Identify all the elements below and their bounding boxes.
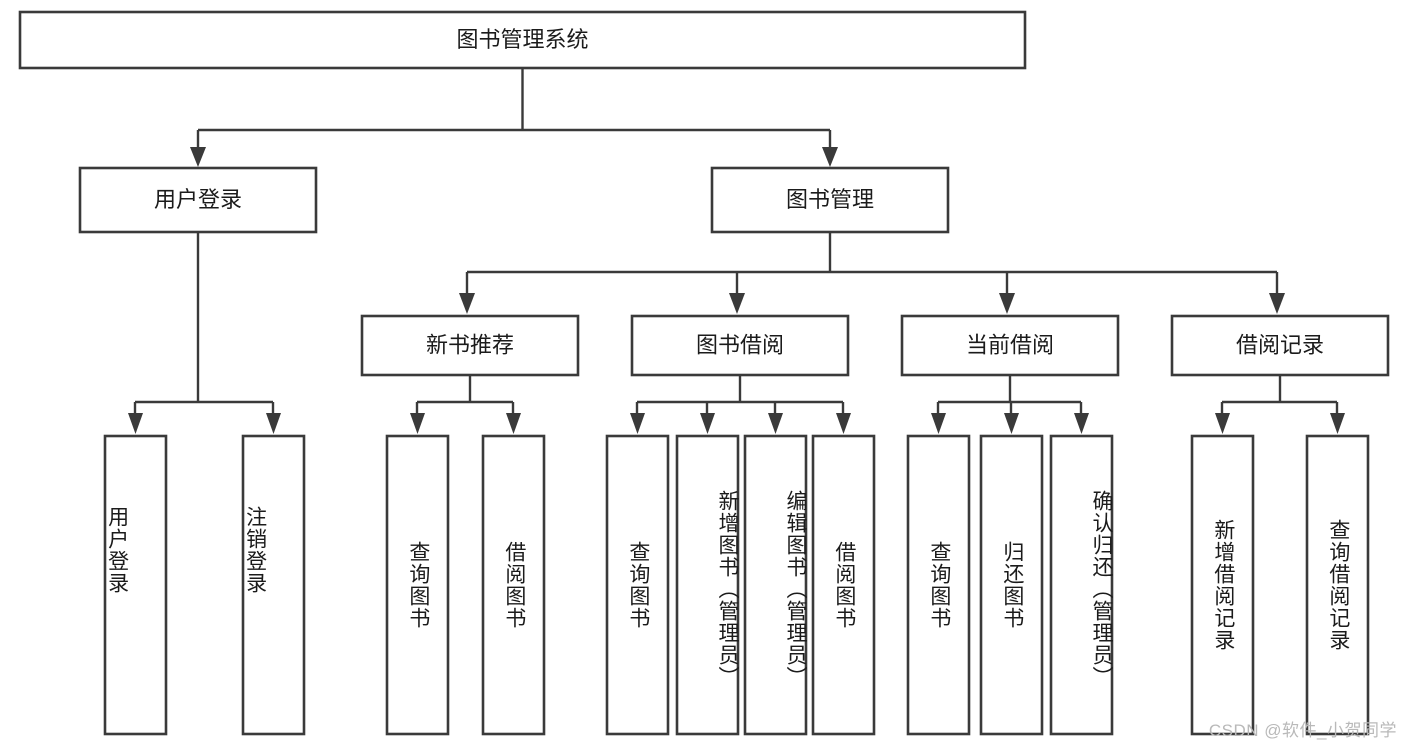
arrow-head-leaf-add-book — [700, 413, 715, 434]
node-borrow-record-rect[interactable] — [1170, 314, 1390, 377]
connector-group-new-book-rec — [410, 375, 521, 434]
node-new-book-rec-rect[interactable] — [360, 314, 580, 377]
node-borrow-record[interactable]: 借阅记录 — [1170, 314, 1390, 377]
connector-group-book-manage — [459, 232, 1285, 314]
node-book-borrow-label: 图书借阅 — [696, 332, 784, 357]
arrow-head-current-borrow — [999, 293, 1015, 314]
node-new-book-rec[interactable]: 新书推荐 — [360, 314, 580, 377]
csdn-watermark: CSDN @软件_小贺同学 — [1208, 721, 1397, 740]
connector-group-book-borrow — [630, 375, 851, 434]
arrow-head-leaf-user-login — [128, 413, 143, 434]
arrow-head-user-login — [190, 147, 206, 167]
node-new-book-rec-label: 新书推荐 — [426, 332, 514, 357]
arrow-head-book-manage — [822, 147, 838, 167]
arrow-head-leaf-query-book-3 — [931, 413, 946, 434]
arrow-head-leaf-logout — [266, 413, 281, 434]
node-root-label: 图书管理系统 — [456, 27, 588, 52]
node-leaf-user-login-rect[interactable] — [103, 434, 168, 736]
node-leaf-return-book-rect[interactable] — [979, 434, 1044, 736]
node-user-login[interactable]: 用户登录 — [78, 166, 318, 234]
connector-group-user-login — [128, 232, 281, 434]
node-current-borrow-rect[interactable] — [900, 314, 1120, 377]
node-leaf-edit-book-rect[interactable] — [743, 434, 808, 736]
node-leaf-add-record-rect[interactable] — [1190, 434, 1255, 736]
arrow-head-book-borrow — [729, 293, 745, 314]
node-root-rect[interactable] — [18, 10, 1027, 70]
connector-group-borrow-record — [1215, 375, 1345, 434]
node-book-manage[interactable]: 图书管理 — [710, 166, 950, 234]
arrow-head-new-book-rec — [459, 293, 475, 314]
node-user-login-rect[interactable] — [78, 166, 318, 234]
node-leaf-logout-rect[interactable] — [241, 434, 306, 736]
node-leaf-query-book-3-rect[interactable] — [906, 434, 971, 736]
node-leaf-add-book-rect[interactable] — [675, 434, 740, 736]
arrow-head-leaf-add-record — [1215, 413, 1230, 434]
connector-group-current-borrow — [931, 375, 1089, 434]
arrow-head-leaf-borrow-book-2 — [836, 413, 851, 434]
node-current-borrow-label: 当前借阅 — [966, 332, 1054, 357]
node-book-manage-label: 图书管理 — [786, 187, 874, 212]
node-current-borrow[interactable]: 当前借阅 — [900, 314, 1120, 377]
arrow-head-borrow-record — [1269, 293, 1285, 314]
arrow-head-leaf-query-record — [1330, 413, 1345, 434]
arrow-head-leaf-query-book-2 — [630, 413, 645, 434]
node-leaf-borrow-book-1-rect[interactable] — [481, 434, 546, 736]
connector-group-root — [190, 68, 838, 167]
arrow-head-leaf-query-book-1 — [410, 413, 425, 434]
node-leaf-query-record-rect[interactable] — [1305, 434, 1370, 736]
node-book-manage-rect[interactable] — [710, 166, 950, 234]
node-leaf-borrow-book-2-rect[interactable] — [811, 434, 876, 736]
node-book-borrow-rect[interactable] — [630, 314, 850, 377]
node-book-borrow[interactable]: 图书借阅 — [630, 314, 850, 377]
arrow-head-leaf-edit-book — [768, 413, 783, 434]
node-borrow-record-label: 借阅记录 — [1236, 332, 1324, 357]
node-leaf-query-book-1-rect[interactable] — [385, 434, 450, 736]
arrow-head-leaf-confirm-return — [1074, 413, 1089, 434]
node-leaf-confirm-return-rect[interactable] — [1049, 434, 1114, 736]
node-root[interactable]: 图书管理系统 — [18, 10, 1027, 70]
arrow-head-leaf-borrow-book-1 — [506, 413, 521, 434]
node-user-login-label: 用户登录 — [154, 187, 242, 212]
node-leaf-query-book-2-rect[interactable] — [605, 434, 670, 736]
arrow-head-leaf-return-book — [1004, 413, 1019, 434]
